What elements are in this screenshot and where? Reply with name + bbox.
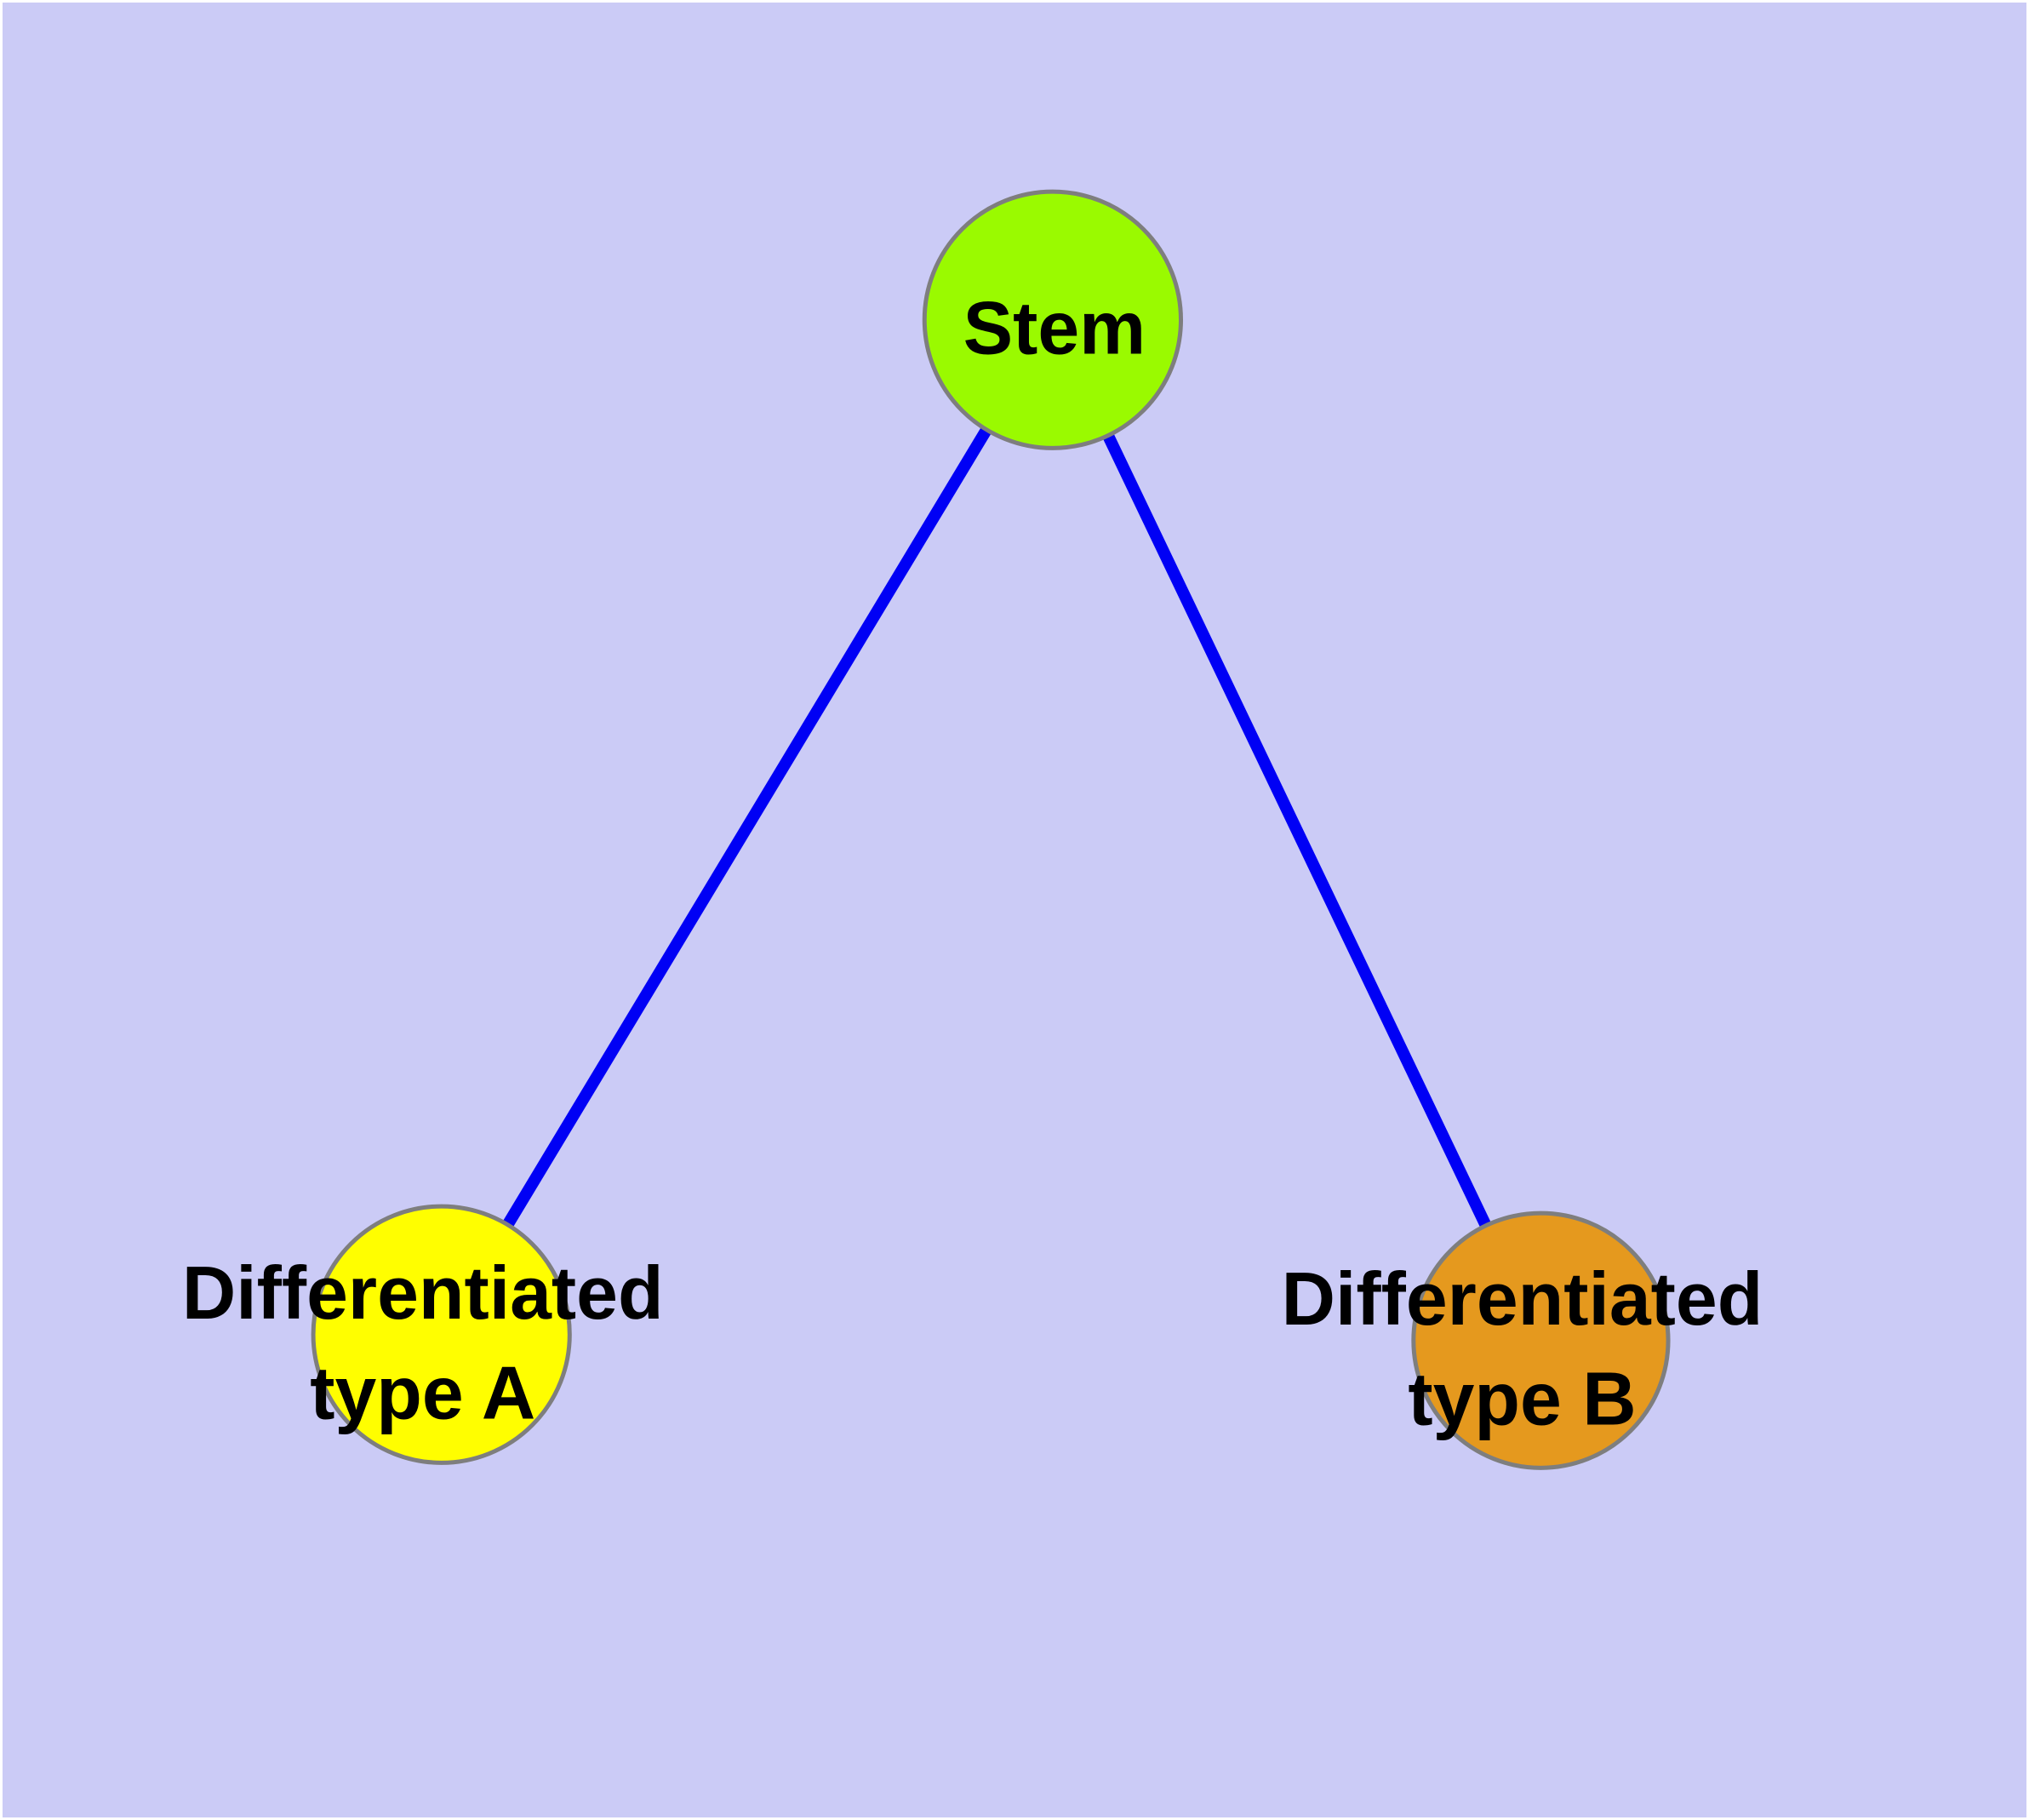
- node-label-line: Differentiated: [1282, 1257, 1763, 1341]
- edge-stem-to-differentiated-type-b: [1047, 317, 1546, 1343]
- node-differentiated-type-a-label: Differentiated type A: [182, 1251, 664, 1435]
- node-label-line: Differentiated: [182, 1251, 664, 1335]
- node-stem-label: Stem: [963, 287, 1146, 370]
- edge-stem-to-differentiated-type-a: [436, 317, 1058, 1338]
- node-differentiated-type-b-circle: [1411, 1210, 1671, 1470]
- node-stem-circle: [922, 189, 1184, 450]
- node-differentiated-type-b-label: Differentiated type B: [1282, 1257, 1763, 1441]
- node-label-line: Stem: [963, 287, 1146, 370]
- node-differentiated-type-a-circle: [311, 1204, 572, 1465]
- node-label-line: type A: [310, 1351, 535, 1434]
- node-label-line: type B: [1408, 1357, 1636, 1440]
